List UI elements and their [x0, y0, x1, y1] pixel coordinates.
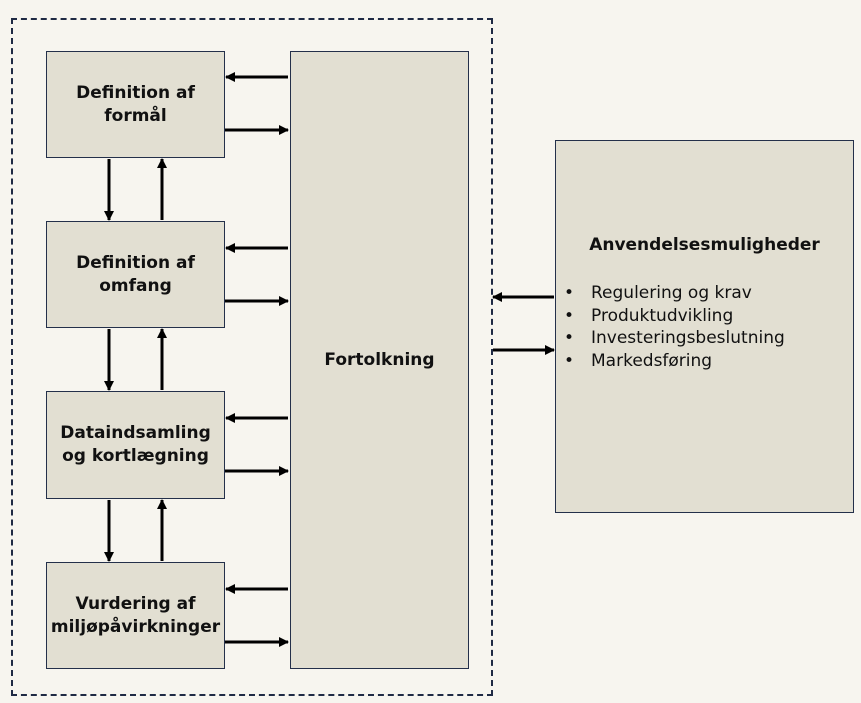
applications-box: Anvendelsesmuligheder • Regulering og kra… [555, 140, 854, 513]
applications-item: • Produktudvikling [564, 305, 785, 328]
step-scope-definition: Definition af omfang [46, 221, 225, 328]
interpretation-label: Fortolkning [324, 350, 435, 370]
step-goal-definition-label: Definition af formål [76, 82, 195, 126]
interpretation-box: Fortolkning [290, 51, 469, 669]
step-scope-definition-label: Definition af omfang [76, 252, 195, 296]
applications-item-label: Investeringsbeslutning [591, 328, 785, 348]
bullet-icon: • [564, 305, 575, 326]
applications-list: • Regulering og krav • Produktudvikling • I… [564, 282, 785, 372]
step-inventory-analysis-label: Dataindsamling og kortlægning [60, 423, 211, 466]
step-impact-assessment: Vurdering af miljøpåvirkninger [46, 562, 225, 669]
bullet-icon: • [564, 350, 575, 371]
applications-item-label: Markedsføring [591, 350, 713, 371]
step-goal-definition: Definition af formål [46, 51, 225, 158]
applications-title: Anvendelsesmuligheder [589, 235, 820, 255]
bullet-icon: • [564, 283, 575, 303]
framework-boundary [11, 18, 493, 696]
bullet-icon: • [564, 328, 575, 348]
applications-item: • Markedsføring [564, 350, 785, 373]
applications-item: • Regulering og krav [564, 282, 785, 305]
applications-item-label: Regulering og krav [591, 283, 752, 303]
applications-item: • Investeringsbeslutning [564, 327, 785, 350]
applications-item-label: Produktudvikling [591, 305, 734, 326]
step-inventory-analysis: Dataindsamling og kortlægning [46, 391, 225, 499]
step-impact-assessment-label: Vurdering af miljøpåvirkninger [50, 593, 221, 637]
